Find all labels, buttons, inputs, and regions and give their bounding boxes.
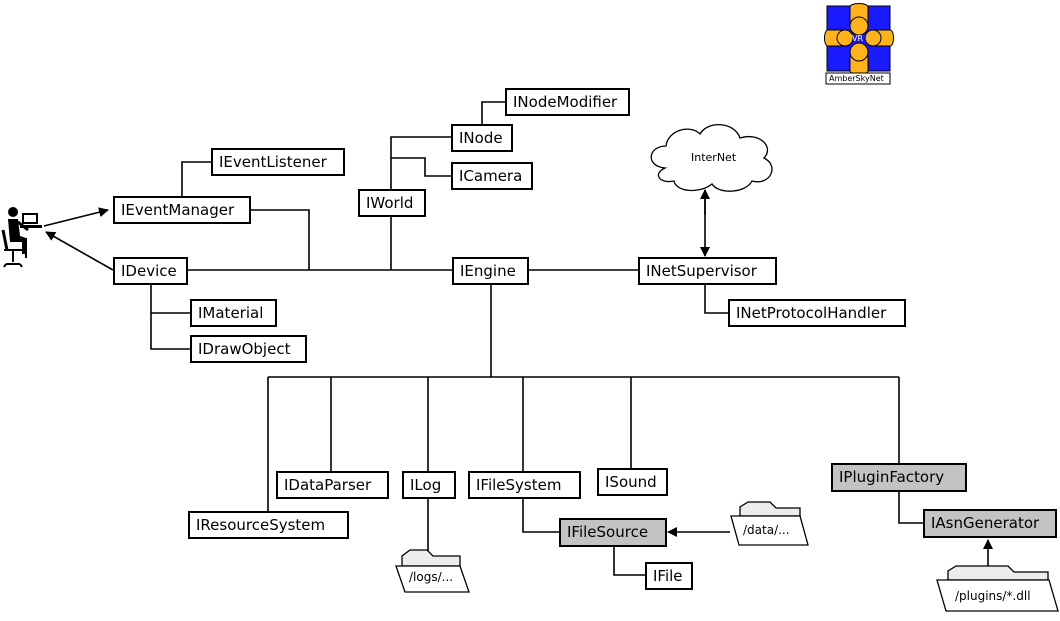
node-iengine: IEngine <box>452 257 529 285</box>
node-ieventmanager: IEventManager <box>113 196 251 224</box>
arrow-device-to-user <box>45 231 114 271</box>
wire-source-file <box>613 546 645 576</box>
plugins-folder-icon <box>936 565 1059 612</box>
plugins-folder-label: /plugins/*.dll <box>955 589 1031 603</box>
data-folder-icon <box>730 501 809 546</box>
wire-node-modifier <box>481 101 505 124</box>
node-ipluginfactory: IPluginFactory <box>831 463 967 492</box>
wire-device-drawobject <box>150 285 190 350</box>
node-isound: ISound <box>597 468 668 496</box>
user-at-computer-icon <box>1 207 42 268</box>
logs-folder-label: /logs/... <box>409 570 454 584</box>
node-inode: INode <box>451 124 513 152</box>
node-icamera: ICamera <box>451 162 533 190</box>
logs-folder-icon <box>395 549 470 593</box>
node-ifile: IFile <box>645 562 693 590</box>
node-ifilesystem: IFileSystem <box>468 471 581 499</box>
node-ilog: ILog <box>402 471 456 499</box>
internet-cloud-icon <box>650 124 773 192</box>
internet-label: InterNet <box>691 151 737 164</box>
wire-world-node <box>390 136 451 189</box>
node-inodemodifier: INodeModifier <box>505 88 630 116</box>
node-imaterial: IMaterial <box>190 299 277 327</box>
wire-eventmanager <box>251 209 310 270</box>
node-iworld: IWorld <box>358 189 426 217</box>
node-inetsupervisor: INetSupervisor <box>638 257 777 285</box>
logo-vr-text: VR <box>852 34 864 43</box>
node-iasngenerator: IAsnGenerator <box>923 509 1057 538</box>
amberskynet-logo <box>824 3 894 85</box>
wire-eventlistener <box>181 161 211 196</box>
arrow-user-to-eventmanager <box>43 207 109 227</box>
wire-net-protocol <box>704 284 728 314</box>
logo-caption: AmberSkyNet <box>829 74 884 83</box>
node-idevice: IDevice <box>113 257 188 285</box>
data-folder-label: /data/... <box>743 523 790 537</box>
node-ieventlistener: IEventListener <box>211 148 345 176</box>
node-inetprotocolhandler: INetProtocolHandler <box>728 299 906 327</box>
node-idataparser: IDataParser <box>276 471 389 499</box>
node-iresourcesystem: IResourceSystem <box>188 511 349 539</box>
wire-fs-source <box>522 498 559 533</box>
wire-world-camera <box>391 157 451 177</box>
node-ifilesource: IFileSource <box>559 518 667 547</box>
wire-factory-asn <box>898 492 923 524</box>
node-idrawobject: IDrawObject <box>190 335 307 363</box>
